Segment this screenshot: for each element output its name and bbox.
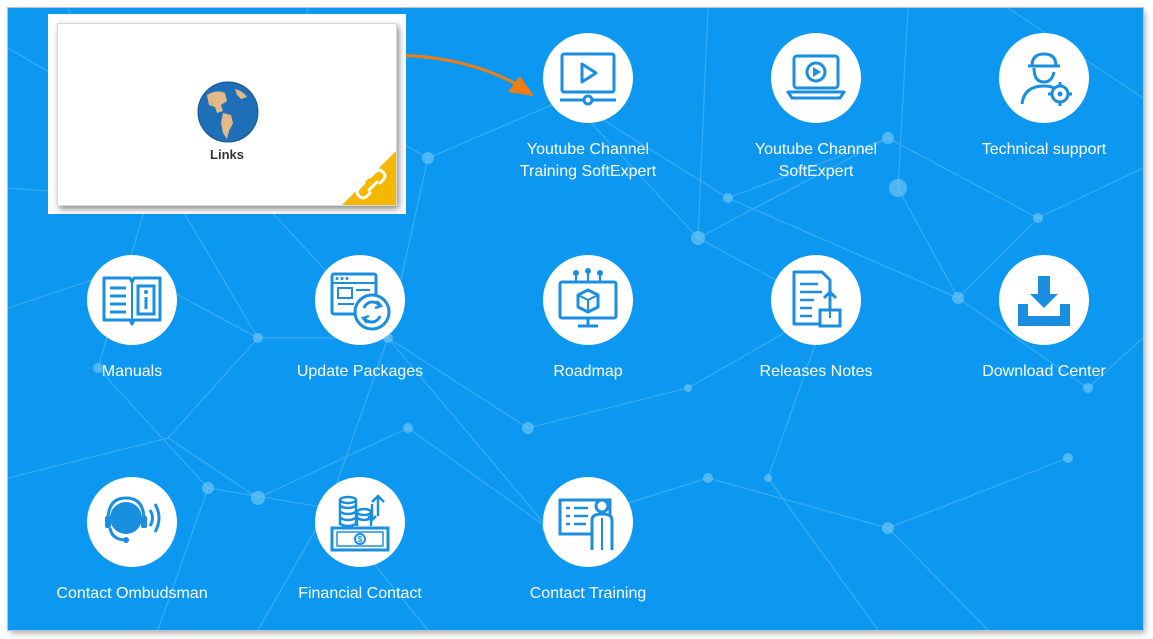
tile-technical-support[interactable]: Technical support [944, 33, 1143, 163]
tile-update-packages[interactable]: Update Packages [260, 255, 460, 385]
document-box-icon [792, 270, 842, 328]
tile-label: Youtube Channel SoftExpert [754, 141, 878, 180]
tile-label: Contact Training [529, 585, 647, 602]
tile-label: Technical support [981, 141, 1107, 158]
links-callout: Links [48, 14, 406, 214]
monitor-cube-icon [558, 268, 618, 328]
svg-text:$: $ [358, 535, 363, 544]
tile-label: Roadmap [553, 363, 623, 380]
tile-label: Update Packages [296, 363, 424, 380]
tile-label: Releases Notes [759, 363, 873, 380]
corner-ribbon [342, 151, 396, 205]
tile-label: Contact Ombudsman [56, 585, 208, 602]
tile-manuals[interactable]: Manuals [32, 255, 232, 385]
tile-download-center[interactable]: Download Center [944, 255, 1143, 385]
links-card[interactable]: Links [57, 23, 397, 206]
links-panel: Youtube Channel Training SoftExpert Yout… [8, 8, 1143, 630]
window-refresh-icon [330, 272, 391, 331]
tile-label: Download Center [982, 363, 1106, 380]
tile-label: Manuals [101, 363, 163, 380]
tile-financial-contact[interactable]: $ Financial Contact [260, 477, 460, 607]
download-tray-icon [1018, 276, 1070, 326]
tile-roadmap[interactable]: Roadmap [488, 255, 688, 385]
link-icon [355, 168, 387, 200]
links-label: Links [210, 147, 244, 162]
globe-icon [197, 81, 259, 143]
money-coins-icon: $ [330, 494, 390, 552]
tile-youtube-channel-softexpert[interactable]: Youtube Channel SoftExpert [716, 33, 916, 180]
tile-contact-training[interactable]: Contact Training [488, 477, 688, 607]
headset-icon [105, 496, 161, 543]
laptop-video-icon [786, 54, 846, 100]
technician-gear-icon [1020, 52, 1072, 106]
tile-releases-notes[interactable]: Releases Notes [716, 255, 916, 385]
tile-youtube-channel-training[interactable]: Youtube Channel Training SoftExpert [488, 33, 688, 180]
video-player-icon [560, 52, 616, 106]
presenter-board-icon [558, 498, 614, 550]
tile-label: Financial Contact [298, 585, 422, 602]
book-info-icon [102, 276, 162, 326]
tile-label: Youtube Channel Training SoftExpert [519, 141, 657, 180]
tile-contact-ombudsman[interactable]: Contact Ombudsman [32, 477, 232, 607]
